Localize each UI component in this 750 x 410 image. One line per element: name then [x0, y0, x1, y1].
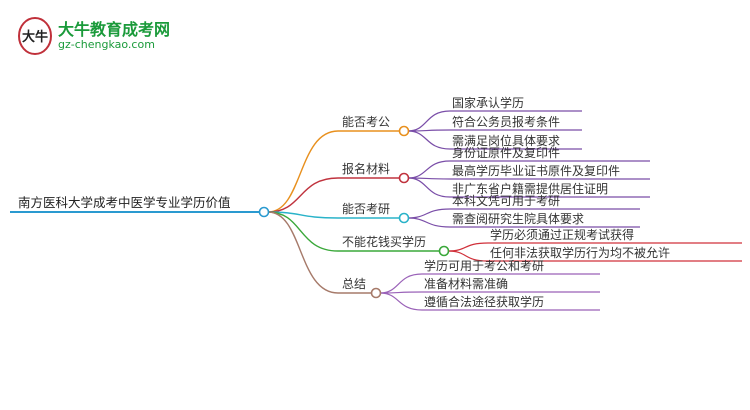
branch-node-dot — [438, 245, 450, 257]
mindmap-edges — [10, 110, 742, 311]
branch-connector — [267, 130, 339, 213]
leaf-label: 符合公务员报考条件 — [452, 114, 560, 129]
branch-label: 能否考研 — [342, 202, 390, 216]
branch-node-dot — [398, 125, 410, 137]
branch-node-dot — [370, 287, 382, 299]
leaf-label: 准备材料需准确 — [424, 277, 508, 291]
leaf-connector — [407, 177, 451, 198]
leaf-connector — [407, 208, 451, 219]
leaf-label: 非广东省户籍需提供居住证明 — [452, 181, 608, 196]
branch-label: 不能花钱买学历 — [342, 234, 426, 249]
root-label: 南方医科大学成考中医学专业学历价值 — [18, 195, 231, 210]
branch-label: 能否考公 — [342, 115, 390, 129]
branch-label: 总结 — [342, 277, 366, 291]
leaf-connector — [407, 110, 451, 132]
leaf-connector — [447, 250, 489, 262]
leaf-connector — [447, 242, 489, 252]
mindmap-nodes: 南方医科大学成考中医学专业学历价值 能否考公 国家承认学历符合公务员报考条件需满足岗… — [18, 95, 670, 309]
branch-node-dot — [398, 212, 410, 224]
branch-connector — [267, 211, 339, 252]
leaf-label: 最高学历毕业证书原件及复印件 — [452, 163, 620, 178]
branch-node-dot — [398, 172, 410, 184]
leaf-label: 任何非法获取学历行为均不被允许 — [490, 245, 670, 260]
leaf-connector — [379, 273, 423, 294]
brand-title: 大牛教育成考网 — [58, 20, 171, 39]
branch-connector — [267, 177, 339, 213]
branch-connector — [267, 211, 339, 219]
leaf-label: 学历可用于考公和考研 — [424, 258, 544, 273]
leaf-label: 学历必须通过正规考试获得 — [490, 227, 634, 242]
leaf-connector — [407, 217, 451, 228]
leaf-connector — [407, 160, 451, 179]
leaf-connector — [379, 292, 423, 311]
leaf-label: 本科文凭可用于考研 — [452, 193, 560, 208]
leaf-label: 遵循合法途径获取学历 — [424, 294, 544, 309]
leaf-label: 需查阅研究生院具体要求 — [452, 211, 584, 226]
brand-logo: 大牛 大牛教育成考网 gz-chengkao.com — [16, 14, 176, 60]
branch-label: 报名材料 — [342, 161, 390, 176]
root-node-dot — [258, 206, 270, 218]
leaf-label: 身份证原件及复印件 — [452, 145, 560, 160]
leaf-label: 需满足岗位具体要求 — [452, 133, 560, 148]
brand-url: gz-chengkao.com — [58, 38, 155, 51]
leaf-label: 国家承认学历 — [452, 95, 524, 110]
branch-connector — [267, 211, 339, 294]
leaf-connector — [407, 130, 451, 150]
svg-text:大牛: 大牛 — [22, 29, 48, 45]
logo-mark-icon: 大牛 — [18, 17, 52, 55]
